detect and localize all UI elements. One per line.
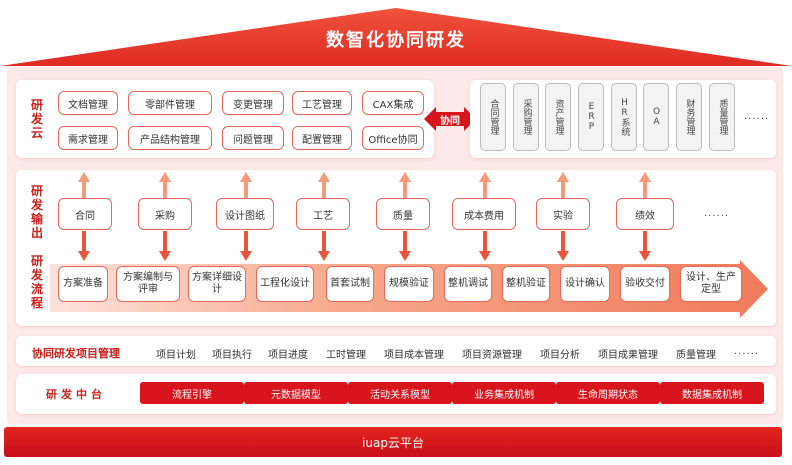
middle-business-integration[interactable]: 业务集成机制 — [452, 382, 556, 404]
output-arrow-down-4 — [318, 231, 330, 261]
output-arrow-up-7 — [557, 172, 569, 202]
process-step-5[interactable]: 首套试制 — [326, 266, 374, 302]
project-item-progress[interactable]: 项目进度 — [268, 350, 308, 361]
project-item-execution[interactable]: 项目执行 — [212, 350, 252, 361]
process-step-1[interactable]: 方案准备 — [58, 266, 108, 302]
output-arrow-up-6 — [479, 172, 491, 202]
collab-double-arrow — [424, 107, 476, 131]
middle-platform-title: 研发中台 — [46, 388, 106, 401]
project-item-timesheet[interactable]: 工时管理 — [326, 350, 366, 361]
collab-label: 协同 — [440, 116, 460, 127]
process-step-9[interactable]: 设计确认 — [560, 266, 610, 302]
process-step-11[interactable]: 设计、生产定型 — [680, 266, 742, 302]
middle-data-integration[interactable]: 数据集成机制 — [660, 382, 764, 404]
module-product-structure[interactable]: 产品结构管理 — [128, 126, 212, 150]
process-step-8[interactable]: 整机验证 — [502, 266, 550, 302]
module-parts-mgmt[interactable]: 零部件管理 — [128, 91, 212, 115]
module-requirement-mgmt[interactable]: 需求管理 — [58, 126, 118, 150]
system-erp[interactable]: ERP — [578, 83, 604, 151]
output-arrow-down-3 — [240, 231, 252, 261]
output-arrow-up-2 — [159, 172, 171, 202]
project-item-analysis[interactable]: 项目分析 — [540, 350, 580, 361]
output-arrow-down-7 — [557, 231, 569, 261]
system-finance[interactable]: 财务管理 — [676, 83, 702, 151]
rd-output-label: 研发输出 — [30, 184, 43, 240]
output-arrow-up-8 — [639, 172, 651, 202]
output-arrow-up-3 — [240, 172, 252, 202]
project-item-quality[interactable]: 质量管理 — [676, 350, 716, 361]
middle-process-engine[interactable]: 流程引擎 — [140, 382, 244, 404]
output-design-drawing[interactable]: 设计图纸 — [216, 198, 274, 230]
middle-metadata-model[interactable]: 元数据模型 — [244, 382, 348, 404]
project-item-cost[interactable]: 项目成本管理 — [384, 350, 444, 361]
process-step-4[interactable]: 工程化设计 — [256, 266, 314, 302]
project-item-plan[interactable]: 项目计划 — [156, 350, 196, 361]
project-mgmt-panel — [16, 336, 776, 366]
output-experiment[interactable]: 实验 — [536, 198, 590, 230]
module-office[interactable]: Office协同 — [362, 126, 424, 150]
module-doc-mgmt[interactable]: 文档管理 — [58, 91, 118, 115]
output-arrow-up-5 — [399, 172, 411, 202]
output-arrow-down-5 — [399, 231, 411, 261]
process-step-10[interactable]: 验收交付 — [620, 266, 670, 302]
process-step-2[interactable]: 方案编制与评审 — [116, 266, 180, 302]
project-more: ...... — [734, 346, 760, 357]
output-arrow-down-2 — [159, 231, 171, 261]
project-item-resource[interactable]: 项目资源管理 — [462, 350, 522, 361]
module-config-mgmt[interactable]: 配置管理 — [292, 126, 352, 150]
module-issue-mgmt[interactable]: 问题管理 — [222, 126, 284, 150]
process-step-6[interactable]: 规模验证 — [384, 266, 434, 302]
process-step-3[interactable]: 方案详细设计 — [188, 266, 246, 302]
output-arrow-down-8 — [639, 231, 651, 261]
output-arrow-down-1 — [78, 231, 90, 261]
module-cax[interactable]: CAX集成 — [362, 91, 424, 115]
project-item-results[interactable]: 项目成果管理 — [598, 350, 658, 361]
system-asset[interactable]: 资产管理 — [545, 83, 571, 151]
iuap-base-platform: iuap云平台 — [4, 427, 782, 457]
output-more: ...... — [704, 208, 730, 219]
roof-banner — [0, 8, 792, 66]
page-title: 数智化协同研发 — [326, 30, 466, 51]
output-arrow-down-6 — [479, 231, 491, 261]
middle-activity-model[interactable]: 活动关系模型 — [348, 382, 452, 404]
project-mgmt-title: 协同研发项目管理 — [32, 347, 120, 360]
system-hr[interactable]: HR系统 — [611, 83, 637, 151]
output-performance[interactable]: 绩效 — [616, 198, 674, 230]
middle-lifecycle-state[interactable]: 生命周期状态 — [556, 382, 660, 404]
module-change-mgmt[interactable]: 变更管理 — [222, 91, 284, 115]
rd-process-label: 研发流程 — [30, 254, 43, 310]
module-process-mgmt[interactable]: 工艺管理 — [292, 91, 352, 115]
output-contract[interactable]: 合同 — [58, 198, 112, 230]
output-arrow-up-4 — [318, 172, 330, 202]
systems-more: ...... — [744, 111, 770, 122]
rd-cloud-label: 研发云 — [30, 98, 43, 140]
output-quality[interactable]: 质量 — [376, 198, 430, 230]
system-contract[interactable]: 合同管理 — [480, 83, 506, 151]
process-step-7[interactable]: 整机调试 — [444, 266, 492, 302]
output-process[interactable]: 工艺 — [296, 198, 350, 230]
system-quality[interactable]: 质量管理 — [709, 83, 735, 151]
system-purchase[interactable]: 采购管理 — [513, 83, 539, 151]
output-purchase[interactable]: 采购 — [138, 198, 192, 230]
output-cost[interactable]: 成本费用 — [452, 198, 516, 230]
system-oa[interactable]: OA — [643, 83, 669, 151]
output-arrow-up-1 — [78, 172, 90, 202]
